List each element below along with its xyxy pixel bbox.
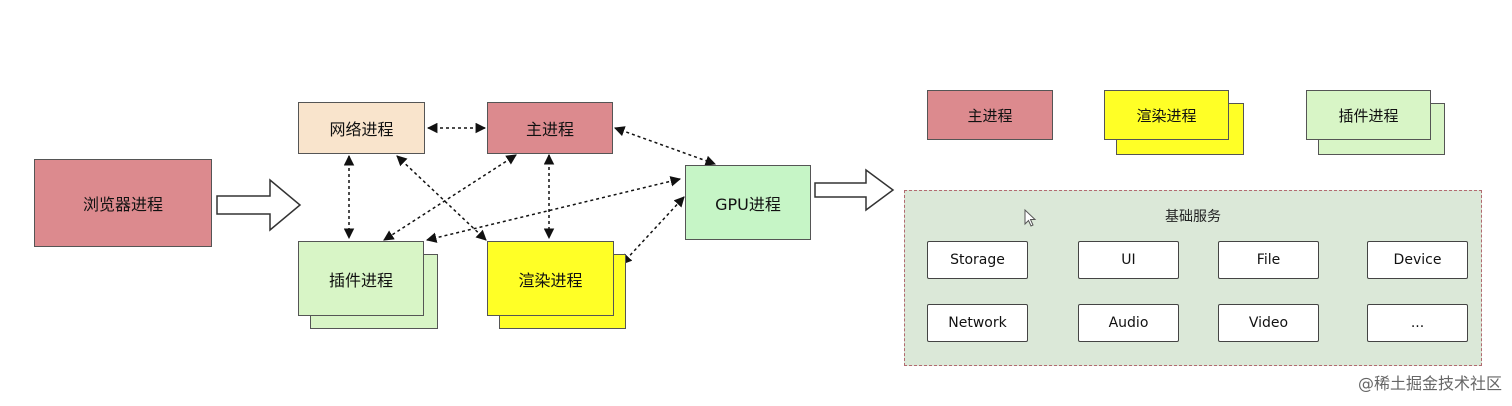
service-network-label: Network — [948, 315, 1007, 331]
arrow-main-gpu — [614, 126, 716, 166]
render-process-box: 渲染进程 — [487, 241, 614, 316]
service-more-label: ... — [1410, 315, 1425, 331]
service-storage: Storage — [927, 241, 1028, 279]
right-main-process-label: 主进程 — [967, 106, 1013, 125]
plugin-process-label: 插件进程 — [328, 270, 393, 290]
service-ui-label: UI — [1121, 252, 1136, 268]
service-video-label: Video — [1248, 315, 1289, 331]
watermark: @稀土掘金技术社区 — [1357, 374, 1502, 393]
service-storage-label: Storage — [950, 252, 1005, 268]
browser-process-label: 浏览器进程 — [82, 195, 163, 214]
service-more: ... — [1367, 304, 1468, 342]
service-file: File — [1218, 241, 1319, 279]
right-plugin-process-label: 插件进程 — [1338, 106, 1399, 125]
service-ui: UI — [1078, 241, 1179, 279]
service-video: Video — [1218, 304, 1319, 342]
hollow-arrow-browser-to-network — [216, 178, 302, 232]
browser-process-box: 浏览器进程 — [34, 159, 212, 247]
right-main-process-box: 主进程 — [927, 90, 1053, 140]
service-network: Network — [927, 304, 1028, 342]
service-audio-label: Audio — [1108, 315, 1149, 331]
service-device-label: Device — [1393, 252, 1442, 268]
service-audio: Audio — [1078, 304, 1179, 342]
gpu-process-box: GPU进程 — [685, 165, 811, 240]
network-process-label: 网络进程 — [329, 120, 394, 139]
arrow-render-gpu — [621, 196, 685, 265]
plugin-process-box: 插件进程 — [298, 241, 424, 316]
hollow-arrow-left-to-right — [814, 168, 895, 212]
main-process-label: 主进程 — [525, 120, 574, 139]
service-device: Device — [1367, 241, 1468, 279]
render-process-label: 渲染进程 — [518, 270, 583, 290]
right-render-process-box: 渲染进程 — [1104, 90, 1229, 140]
arrow-plugin-gpu — [425, 176, 682, 243]
network-process-box: 网络进程 — [298, 102, 425, 154]
main-process-box: 主进程 — [487, 102, 613, 154]
service-file-label: File — [1256, 252, 1281, 268]
arrow-main-plugin — [383, 154, 517, 241]
right-render-process-label: 渲染进程 — [1136, 106, 1197, 125]
arrow-network-render — [396, 155, 487, 241]
gpu-process-label: GPU进程 — [715, 194, 781, 214]
right-plugin-process-box: 插件进程 — [1306, 90, 1431, 140]
base-services-title: 基础服务 — [1165, 209, 1221, 225]
